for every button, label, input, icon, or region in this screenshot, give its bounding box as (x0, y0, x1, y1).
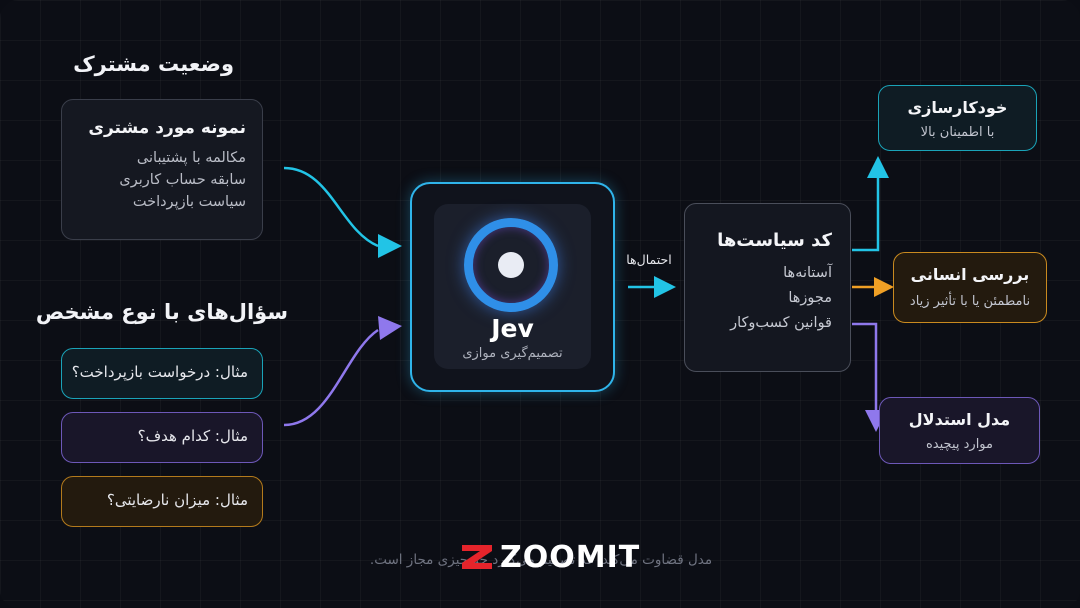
reasoning-model-card: مدل استدلال موارد پیچیده (879, 397, 1040, 464)
jev-subtitle: تصمیم‌گیری موازی (462, 346, 563, 361)
reasoning-model-title: مدل استدلال (908, 410, 1011, 429)
human-review-subtitle: نامطمئن یا با تأثیر زیاد (909, 294, 1031, 309)
typed-questions-heading: سؤال‌های با نوع مشخص (35, 300, 288, 324)
policy-code-line: مجوزها (788, 290, 832, 306)
human-review-card: بررسی انسانی نامطمئن یا با تأثیر زیاد (893, 252, 1047, 323)
example-goal-text: مثال: کدام هدف؟ (137, 427, 248, 445)
jev-ring-icon (464, 218, 558, 312)
policy-code-line: قوانین کسب‌وکار (730, 315, 832, 331)
arrow-policy-to-automation (852, 178, 880, 252)
policy-code-title: کد سیاست‌ها (717, 230, 832, 251)
arrowhead-automation (867, 156, 889, 178)
automation-title: خودکارسازی (907, 98, 1008, 117)
example-dissatisfaction-text: مثال: میزان نارضایتی؟ (106, 491, 248, 509)
probabilities-label: احتمال‌ها (626, 252, 672, 267)
zoomit-logo-icon (462, 545, 492, 569)
customer-case-line: مکالمه با پشتیبانی (136, 150, 246, 166)
jev-model-box: Jev تصمیم‌گیری موازی (410, 182, 615, 392)
zoomit-logo-text: ZOOMIT (500, 539, 641, 575)
policy-code-line: آستانه‌ها (783, 265, 832, 281)
example-refund-card: مثال: درخواست بازپرداخت؟ (61, 348, 263, 399)
arrow-context-to-jev (283, 166, 379, 248)
arrowhead-review (874, 277, 894, 297)
example-goal-card: مثال: کدام هدف؟ (61, 412, 263, 463)
automation-card: خودکارسازی با اطمینان بالا (878, 85, 1037, 151)
arrowhead-questions (378, 316, 402, 340)
customer-case-card: نمونه مورد مشتری مکالمه با پشتیبانی سابق… (61, 99, 263, 240)
arrow-questions-to-jev (283, 328, 379, 427)
customer-case-title: نمونه مورد مشتری (88, 118, 246, 138)
automation-subtitle: با اطمینان بالا (920, 125, 995, 140)
footer-note: مدل قضاوت می‌کند، کد تصمیم می‌گیرد چه چی… (369, 552, 713, 568)
zoomit-logo: ZOOMIT (460, 539, 641, 575)
example-refund-text: مثال: درخواست بازپرداخت؟ (71, 363, 248, 381)
policy-code-card: کد سیاست‌ها آستانه‌ها مجوزها قوانین کسب‌… (684, 203, 851, 372)
arrowhead-probabilities (654, 276, 676, 298)
jev-core-dot (498, 252, 524, 278)
jev-model-inner: Jev تصمیم‌گیری موازی (434, 204, 591, 369)
customer-case-line: سابقه حساب کاربری (119, 172, 246, 188)
shared-state-heading: وضعیت مشترک (73, 52, 234, 76)
jev-name: Jev (491, 314, 534, 343)
arrowhead-context (378, 234, 402, 258)
arrow-policy-to-reasoning (852, 322, 878, 412)
reasoning-model-subtitle: موارد پیچیده (926, 437, 993, 452)
customer-case-line: سیاست بازپرداخت (132, 194, 246, 210)
human-review-title: بررسی انسانی (910, 265, 1030, 284)
example-dissatisfaction-card: مثال: میزان نارضایتی؟ (61, 476, 263, 527)
